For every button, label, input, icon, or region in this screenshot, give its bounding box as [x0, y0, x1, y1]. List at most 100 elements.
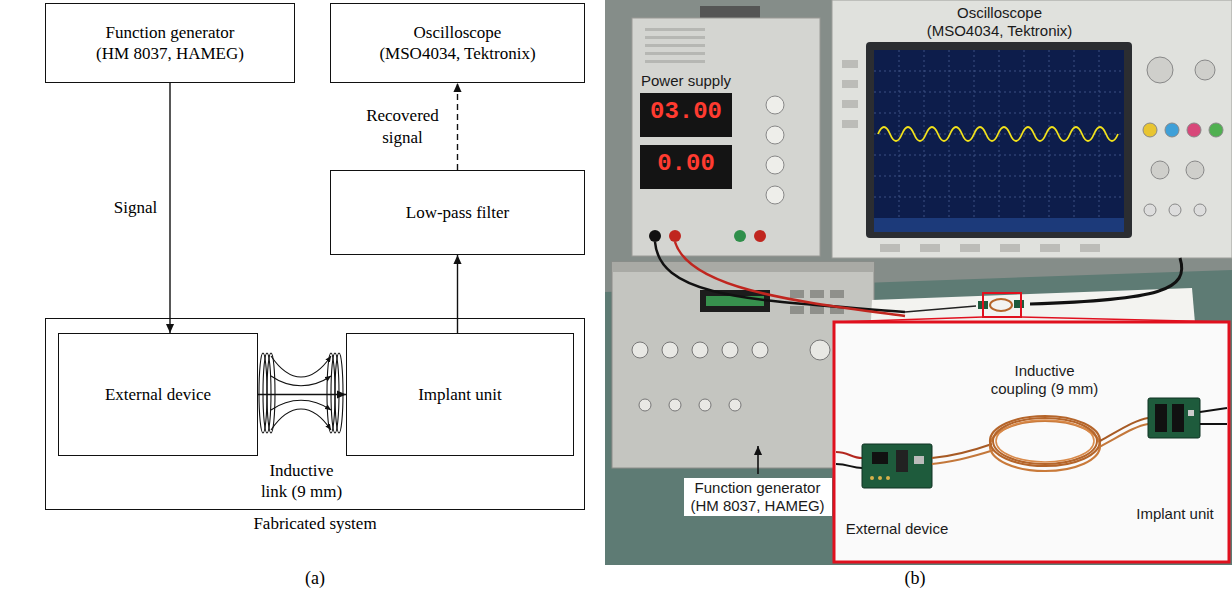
highlight-box: [983, 293, 1021, 317]
vent: [645, 52, 705, 55]
scope-knob: [1169, 204, 1181, 216]
field-line: [271, 356, 331, 377]
panel-label: (b): [904, 568, 926, 590]
screen-grid: [874, 92, 1124, 93]
filter-box: Low-pass filter: [330, 170, 585, 255]
edge-label: Recovered signal: [361, 105, 445, 148]
instrument-box: Function generator (HM 8037, HAMEG): [45, 3, 295, 83]
pcb: [1148, 398, 1200, 438]
photo-callout: Function generator (HM 8037, HAMEG): [684, 478, 832, 516]
box-label: Function generator (HM 8037, HAMEG): [95, 22, 245, 65]
supply-knob: [766, 96, 784, 114]
pad: [870, 476, 874, 480]
generator-knob: [662, 342, 678, 358]
led-readout: 0.00: [657, 150, 716, 179]
screen-grid: [874, 176, 1124, 177]
led-panel: [640, 93, 732, 137]
signal-arrow: [258, 394, 346, 395]
generator-button: [790, 290, 844, 314]
pad: [878, 476, 882, 480]
scope-button: [842, 60, 1100, 252]
scope-knob: [1186, 161, 1204, 179]
scope-knob: [1143, 123, 1157, 137]
led-readout: 03.00: [649, 98, 723, 127]
scope-knob: [1147, 57, 1173, 83]
supply-knob: [766, 186, 784, 204]
scope-knob: [1144, 204, 1156, 216]
coil-lead: [932, 450, 994, 464]
pcb: [862, 444, 932, 488]
edge-label: Signal: [113, 197, 158, 218]
coil-turn: [267, 353, 275, 433]
box-label: Low-pass filter: [406, 202, 509, 223]
chip: [914, 456, 924, 464]
screen-bezel: [866, 42, 1132, 238]
scope-button: [1040, 244, 1060, 252]
scope-button: [842, 80, 858, 88]
vent: [645, 60, 705, 63]
screen-grid: [874, 50, 1124, 218]
scope-knob: [1209, 123, 1223, 137]
scope-button: [960, 244, 980, 252]
boundary-label: Fabricated system: [46, 513, 584, 534]
inset-frame: [834, 322, 1229, 562]
chip: [872, 452, 888, 464]
coil-turn: [335, 353, 343, 433]
signal-arrow: [169, 83, 170, 333]
screen-grid: [874, 71, 1124, 72]
generator-button: [790, 290, 804, 298]
scope-button: [842, 60, 858, 68]
photo-callout: Implant unit: [1136, 505, 1215, 523]
chip: [1172, 404, 1184, 432]
coil-lead: [1100, 418, 1148, 441]
vent: [645, 28, 705, 31]
cable: [905, 306, 976, 312]
small-board: [1014, 300, 1024, 308]
vent: [645, 36, 705, 39]
scope-knob: [1194, 204, 1206, 216]
box-label: Implant unit: [418, 384, 502, 405]
wire: [1200, 408, 1227, 412]
scope-knob: [1151, 161, 1169, 179]
scope-button: [880, 244, 900, 252]
power-supply-photo: [632, 6, 820, 256]
panel-label: (a): [305, 568, 326, 590]
scope-knob: [1165, 123, 1179, 137]
scope-button: [1000, 244, 1020, 252]
generator-knob: [692, 342, 708, 358]
generator-button: [810, 290, 824, 298]
cable: [655, 242, 905, 312]
supply-knob: [766, 156, 784, 174]
screen-menu: [874, 218, 1124, 232]
oscilloscope-photo: [832, 0, 1232, 258]
box-label: External device: [105, 384, 211, 405]
supply-knob: [766, 96, 784, 204]
coil-lead: [1099, 424, 1148, 447]
inset-photo: [834, 322, 1229, 562]
wire: [836, 452, 862, 458]
copper-coil: [996, 420, 1094, 462]
photo-callout: External device: [845, 520, 949, 538]
instrument-box: Oscilloscope (MSO4034, Tektronix): [330, 3, 585, 83]
generator-knob: [669, 399, 681, 411]
terminal: [669, 230, 681, 242]
wire: [1200, 423, 1227, 425]
device-box: Implant unit: [346, 333, 574, 456]
copper-coil: [990, 416, 1100, 466]
vent: [645, 44, 705, 47]
scope-button: [842, 120, 858, 128]
cable: [675, 242, 905, 316]
field-line: [271, 376, 331, 386]
small-coil: [990, 299, 1012, 311]
leader-arrow: [757, 446, 759, 474]
terminal: [754, 230, 766, 242]
sine-trace: [878, 127, 1118, 141]
chip: [896, 450, 908, 472]
terminal: [734, 230, 746, 242]
device-box: External device: [58, 333, 258, 456]
wall: [605, 0, 1232, 565]
